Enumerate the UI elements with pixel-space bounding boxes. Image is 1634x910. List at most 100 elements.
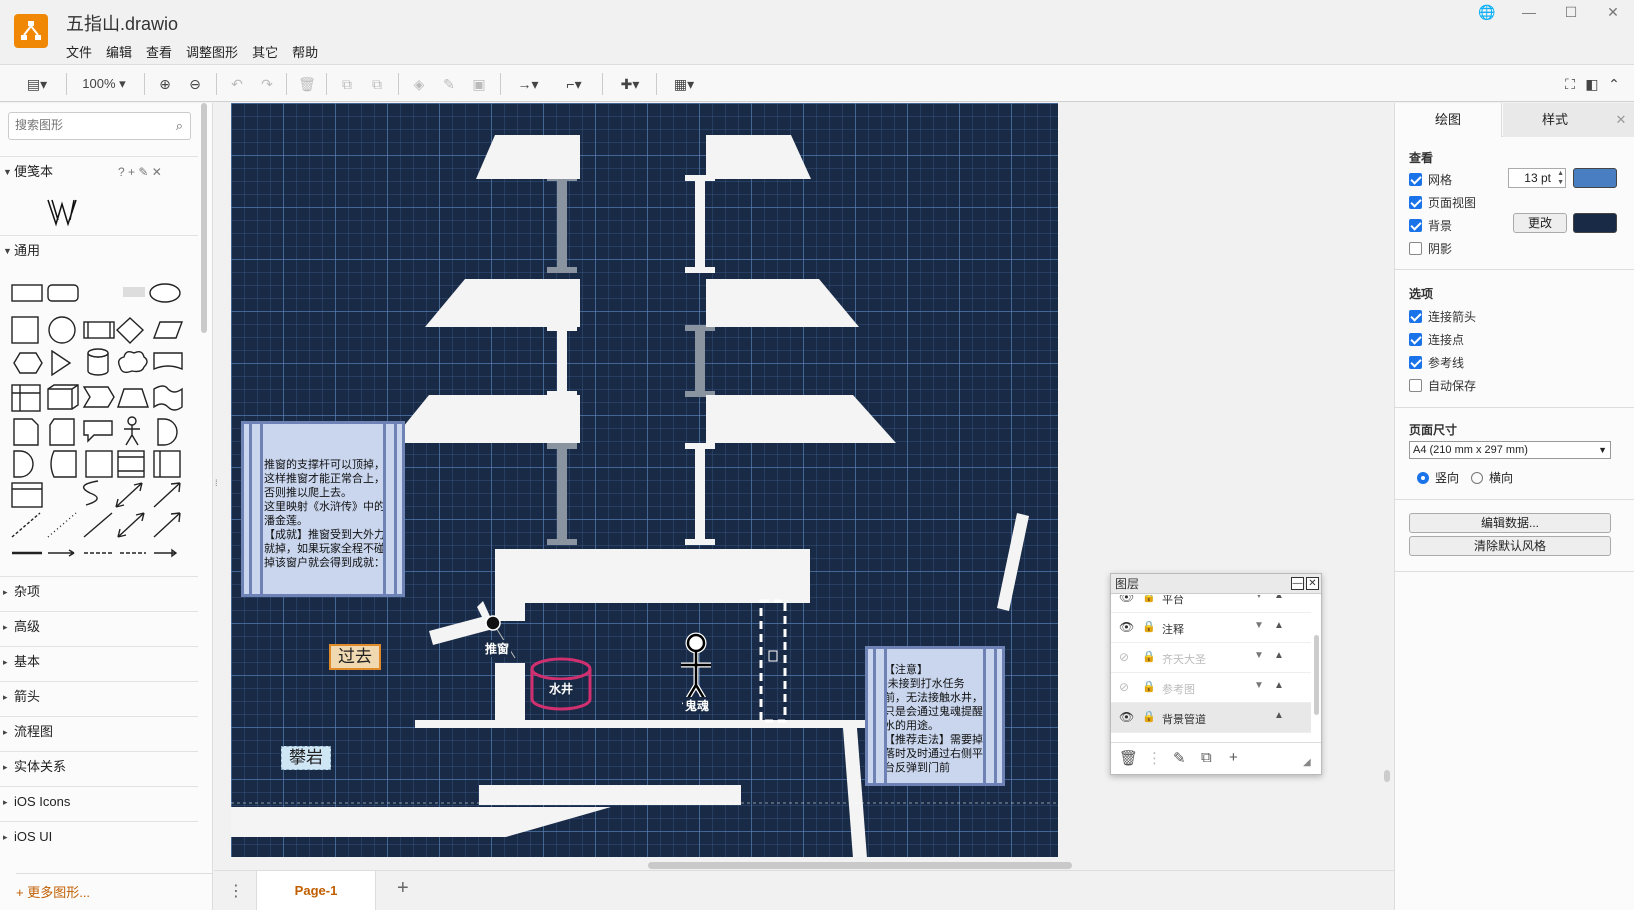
move-down-icon[interactable]: ▼ — [1254, 595, 1264, 601]
menu-extras[interactable]: 其它 — [252, 45, 279, 60]
menu-help[interactable]: 帮助 — [292, 45, 319, 60]
move-up-icon[interactable]: ▲ — [1274, 710, 1284, 721]
redo-icon[interactable]: ↷ — [261, 76, 273, 92]
to-front-icon[interactable]: ⧉ — [342, 76, 352, 92]
line-color-icon[interactable]: ✎ — [443, 76, 455, 92]
shadow-checkbox-row[interactable]: 阴影 — [1409, 240, 1452, 256]
close-panel-icon[interactable]: ✕ — [1607, 103, 1634, 137]
tab-style[interactable]: 样式 — [1503, 103, 1607, 137]
section-ios-ui[interactable]: ▸iOS UI — [0, 821, 198, 851]
close-icon[interactable]: ✕ — [1306, 577, 1319, 590]
minimize-button[interactable]: — — [1522, 4, 1536, 20]
scratchpad-tools[interactable]: ? + ✎ ✕ — [118, 165, 162, 179]
section-flowchart[interactable]: ▸流程图 — [0, 716, 198, 746]
autosave-row[interactable]: 自动保存 — [1409, 377, 1476, 393]
fullscreen-icon[interactable]: ⛶ — [1565, 76, 1575, 92]
general-shapes-palette[interactable] — [8, 275, 186, 565]
trash-icon[interactable]: 🗑 — [1119, 750, 1139, 767]
page-size-select[interactable]: A4 (210 mm x 297 mm)▼ — [1409, 441, 1611, 459]
tab-page-1[interactable]: Page-1 — [256, 871, 376, 910]
view-panels-icon[interactable]: ▤▾ — [26, 76, 48, 92]
section-scratchpad[interactable]: ▼ 便笺本 ? + ✎ ✕ — [0, 156, 198, 186]
stepper-icon[interactable]: ▲▼ — [1557, 170, 1564, 186]
tab-diagram[interactable]: 绘图 — [1395, 103, 1502, 137]
section-arrows[interactable]: ▸箭头 — [0, 681, 198, 711]
page-view-checkbox-row[interactable]: 页面视图 — [1409, 194, 1476, 210]
lock-icon[interactable]: 🔒 — [1142, 595, 1156, 603]
vertical-scrollbar[interactable] — [1384, 770, 1390, 782]
eye-icon[interactable]: 👁 — [1119, 710, 1135, 724]
search-input[interactable] — [15, 118, 165, 132]
search-icon[interactable]: ⌕ — [175, 118, 183, 133]
grid-checkbox-row[interactable]: 网格 — [1409, 171, 1452, 187]
note-warning[interactable]: 【注意】 -未接到打水任务 前，无法接触水井， 只是会通过鬼魂提醒 水的用途。 … — [865, 646, 1005, 786]
connection-points-row[interactable]: 连接点 — [1409, 331, 1464, 347]
edit-data-button[interactable]: 编辑数据... — [1409, 513, 1611, 533]
move-down-icon[interactable]: ▼ — [1254, 650, 1264, 661]
lock-icon[interactable]: 🔒 — [1142, 681, 1156, 693]
add-page-icon[interactable]: + — [397, 877, 409, 899]
zoom-in-icon[interactable]: ⊕ — [159, 76, 171, 92]
layer-row[interactable]: ⊘🔒 参考图 ▼▲ — [1111, 673, 1311, 703]
collapse-icon[interactable]: ⌃ — [1608, 76, 1620, 92]
landscape-radio[interactable] — [1471, 471, 1483, 484]
portrait-radio[interactable] — [1417, 471, 1429, 484]
format-panel-icon[interactable]: ◧ — [1585, 76, 1599, 92]
shadow-checkbox[interactable] — [1409, 241, 1422, 255]
change-background-button[interactable]: 更改 — [1513, 213, 1567, 233]
menu-edit[interactable]: 编辑 — [106, 45, 133, 60]
portrait-radio-row[interactable]: 竖向 — [1417, 469, 1459, 486]
close-button[interactable]: ✕ — [1607, 4, 1619, 20]
climb-button[interactable]: 攀岩 — [281, 746, 331, 770]
autosave-checkbox[interactable] — [1409, 378, 1422, 392]
section-entity-relation[interactable]: ▸实体关系 — [0, 751, 198, 781]
connection-arrows-checkbox[interactable] — [1409, 309, 1422, 323]
eye-hidden-icon[interactable]: ⊘ — [1119, 680, 1130, 694]
grid-color-swatch[interactable] — [1573, 168, 1617, 188]
landscape-radio-row[interactable]: 横向 — [1471, 469, 1513, 486]
duplicate-icon[interactable]: ⧉ — [1201, 749, 1212, 766]
note-window-prop[interactable]: 推窗的支撑杆可以顶掉， 这样推窗才能正常合上， 否则推以爬上去。 这里映射《水浒… — [241, 421, 405, 597]
eye-icon[interactable]: 👁 — [1119, 620, 1135, 634]
sidebar-resize-handle[interactable]: ⁞ — [215, 478, 218, 488]
menu-view[interactable]: 查看 — [146, 45, 173, 60]
lock-icon[interactable]: 🔒 — [1142, 621, 1156, 633]
diagram-page[interactable]: 推窗的支撑杆可以顶掉， 这样推窗才能正常合上， 否则推以爬上去。 这里映射《水浒… — [231, 103, 1058, 857]
fill-color-icon[interactable]: ◈ — [413, 76, 425, 92]
past-button[interactable]: 过去 — [329, 644, 381, 670]
zoom-out-icon[interactable]: ⊖ — [189, 76, 201, 92]
clear-default-style-button[interactable]: 清除默认风格 — [1409, 536, 1611, 556]
layer-row[interactable]: ⊘🔒 齐天大圣 ▼▲ — [1111, 643, 1311, 673]
menu-file[interactable]: 文件 — [66, 45, 93, 60]
delete-icon[interactable]: 🗑 — [298, 76, 316, 92]
connection-points-checkbox[interactable] — [1409, 332, 1422, 346]
edit-icon[interactable]: ✎ — [1173, 750, 1186, 767]
page-view-checkbox[interactable] — [1409, 195, 1422, 209]
language-icon[interactable]: 🌐 — [1478, 4, 1496, 20]
lock-icon[interactable]: 🔒 — [1142, 651, 1156, 663]
undo-icon[interactable]: ↶ — [231, 76, 243, 92]
move-up-icon[interactable]: ▲ — [1274, 620, 1284, 631]
menu-arrange[interactable]: 调整图形 — [186, 45, 239, 60]
add-layer-icon[interactable]: + — [1229, 749, 1238, 766]
section-misc[interactable]: ▸杂项 — [0, 576, 198, 606]
table-icon[interactable]: ▦▾ — [673, 76, 695, 92]
sidebar-scrollbar[interactable] — [199, 103, 209, 333]
layers-scrollbar[interactable] — [1314, 635, 1319, 715]
eye-icon[interactable]: 👁 — [1119, 595, 1135, 604]
more-icon[interactable]: ⋮ — [1147, 750, 1162, 767]
move-down-icon[interactable]: ▼ — [1254, 680, 1264, 691]
eye-hidden-icon[interactable]: ⊘ — [1119, 650, 1130, 664]
layers-header[interactable]: 图层 — ✕ — [1111, 574, 1321, 594]
background-color-swatch[interactable] — [1573, 213, 1617, 233]
move-up-icon[interactable]: ▲ — [1274, 650, 1284, 661]
guides-checkbox[interactable] — [1409, 355, 1422, 369]
move-down-icon[interactable]: ▼ — [1254, 620, 1264, 631]
background-checkbox[interactable] — [1409, 218, 1422, 232]
guides-row[interactable]: 参考线 — [1409, 354, 1464, 370]
connection-arrows-row[interactable]: 连接箭头 — [1409, 308, 1476, 324]
section-ios-icons[interactable]: ▸iOS Icons — [0, 786, 198, 816]
connection-style-icon[interactable]: →▾ — [517, 76, 539, 92]
waypoints-icon[interactable]: ⌐▾ — [566, 76, 582, 92]
grid-checkbox[interactable] — [1409, 172, 1422, 186]
